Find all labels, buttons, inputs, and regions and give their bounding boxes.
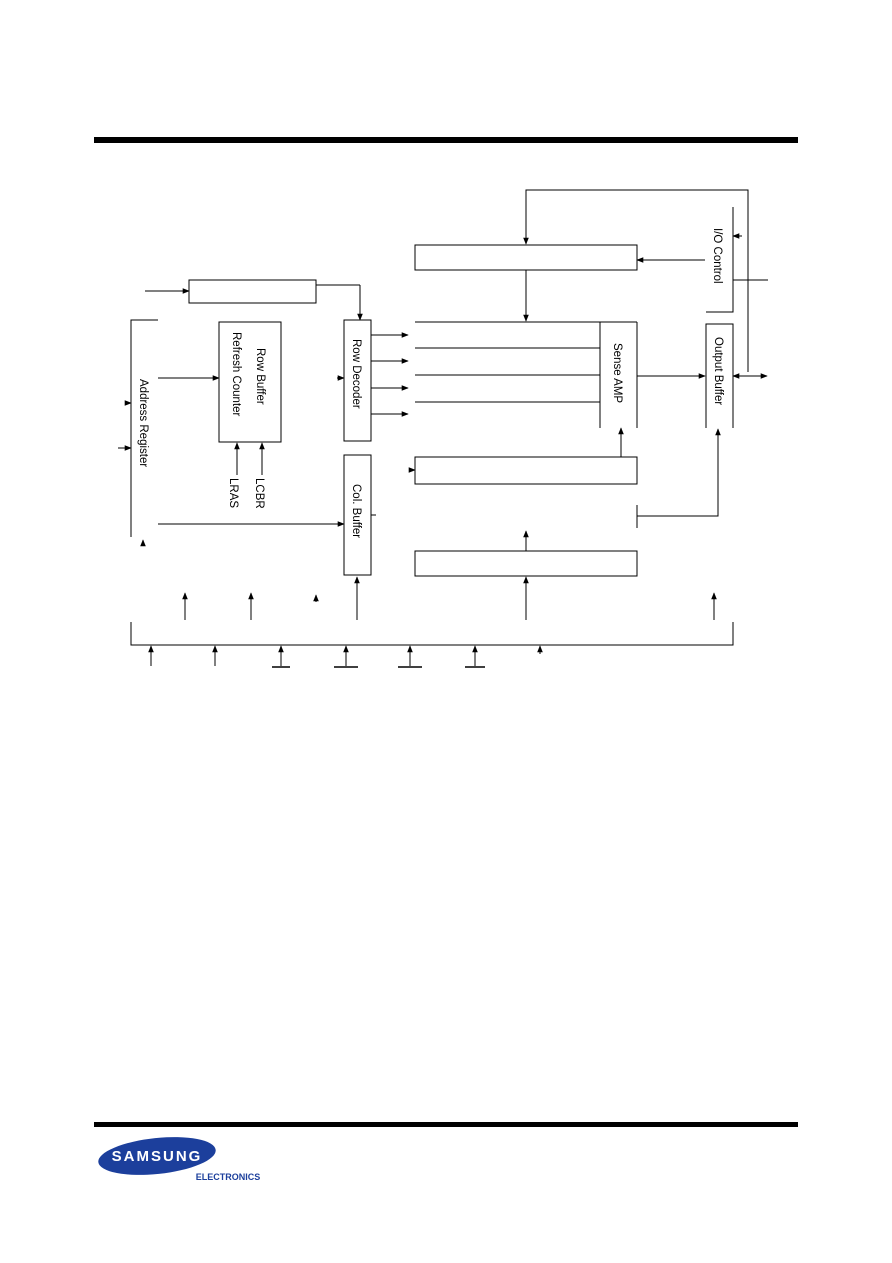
io-feedback-wire: [523, 189, 749, 372]
io-control-block: [706, 207, 734, 313]
io-control-label: I/O Control: [711, 228, 723, 284]
column-gate-block: [414, 456, 638, 485]
header-rule: [94, 137, 798, 143]
samsung-logo: SAMSUNG ELECTRONICS: [98, 1137, 261, 1182]
lcbr-label: LCBR: [253, 478, 265, 509]
row-decoder-label: Row Decoder: [350, 339, 362, 409]
block-diagram: Address Register Row Buffer Refresh Coun…: [118, 189, 768, 668]
row-buffer-block: [218, 321, 282, 443]
bus-risers: [182, 576, 717, 620]
svg-text:SAMSUNG: SAMSUNG: [112, 1148, 203, 1165]
address-register-label: Address Register: [137, 379, 149, 467]
word-lines: [371, 332, 600, 417]
output-buffer-label: Output Buffer: [712, 337, 724, 405]
column-decoder-block: [414, 550, 638, 577]
control-bus: [130, 622, 734, 646]
sense-amp-block: [599, 322, 638, 428]
lras-label: LRAS: [227, 478, 239, 508]
row-buffer-label-2: Refresh Counter: [230, 332, 242, 417]
refresh-control-block: [188, 279, 317, 304]
col-buffer-label: Col. Buffer: [350, 484, 362, 538]
footer-rule: [94, 1122, 798, 1127]
memory-top-block: [414, 244, 638, 271]
address-register-block: [130, 319, 158, 537]
sense-amp-label: Sense AMP: [611, 343, 623, 403]
svg-text:ELECTRONICS: ELECTRONICS: [196, 1172, 261, 1182]
row-buffer-label-1: Row Buffer: [254, 348, 266, 405]
bus-inputs: [148, 645, 543, 666]
